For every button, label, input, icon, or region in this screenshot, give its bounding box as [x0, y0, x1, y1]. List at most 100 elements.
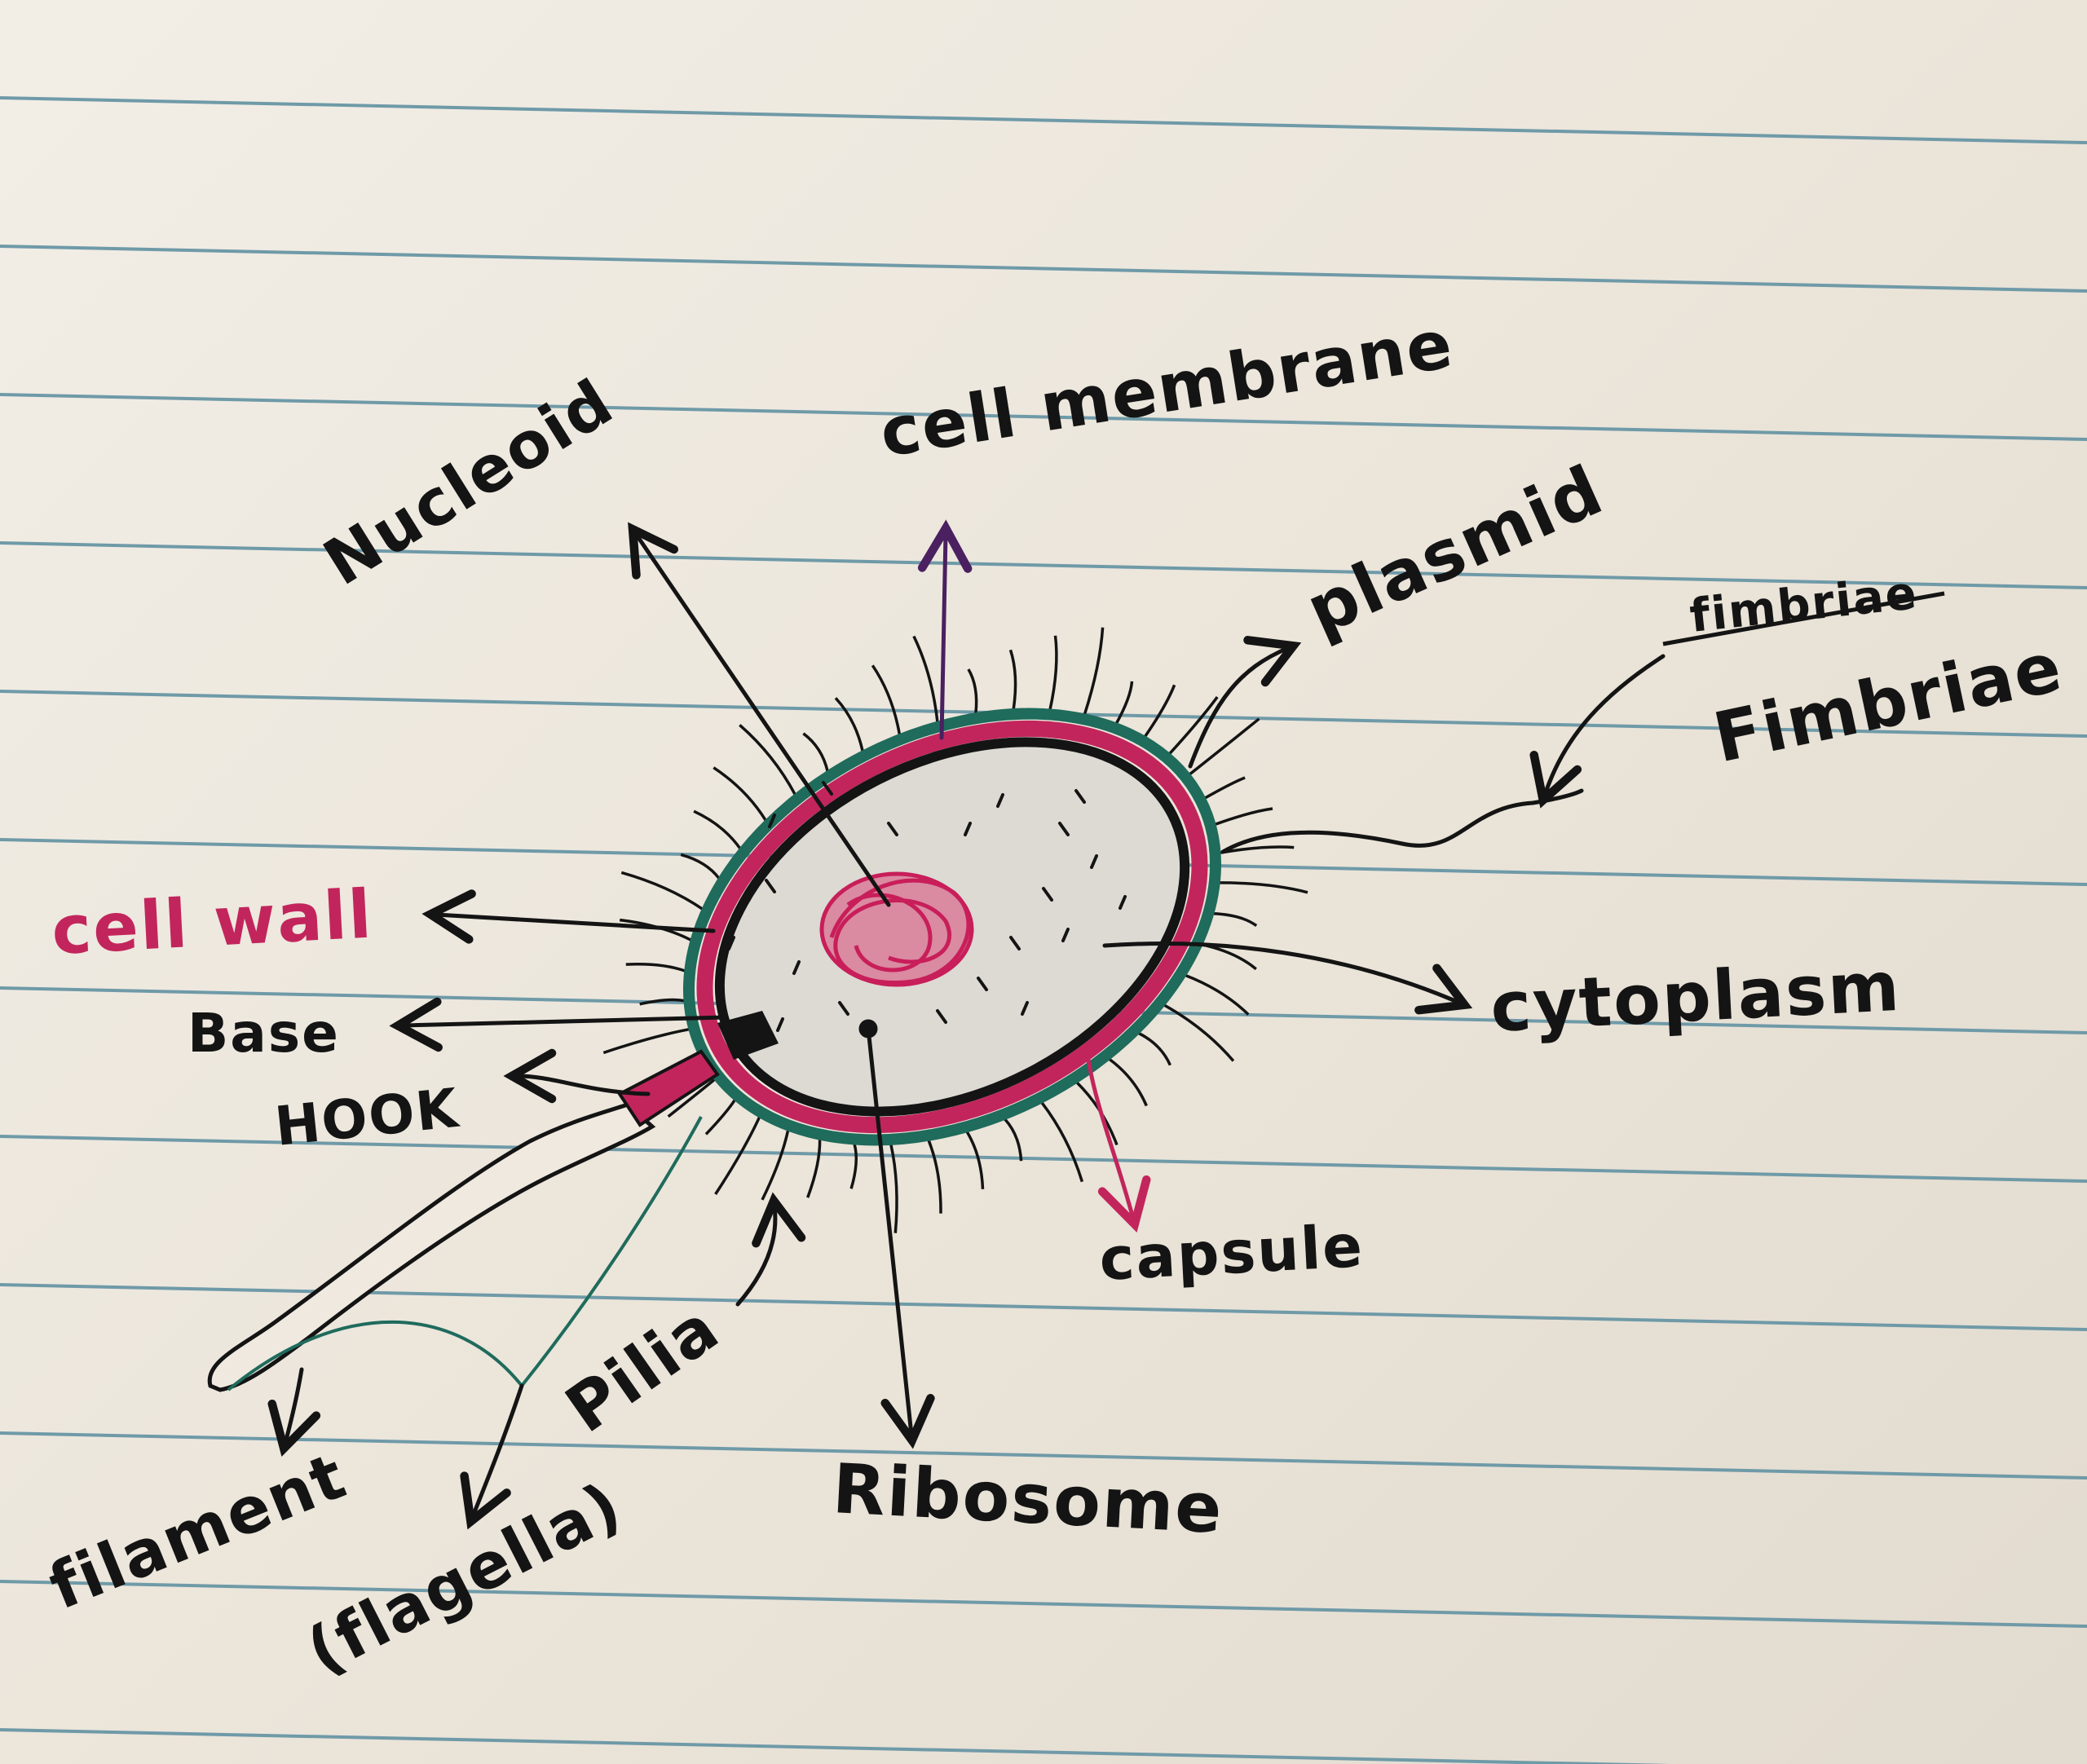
pilus-hair: [1008, 649, 1017, 710]
pilus-hair: [806, 1139, 822, 1198]
ribosome-speck: [887, 822, 898, 836]
pilus-hair: [889, 1144, 898, 1233]
ribosome-speck: [727, 936, 735, 950]
ribosome-speck: [1090, 854, 1098, 869]
ribosome-dot: [858, 1019, 878, 1039]
nucleoid-arrow: [628, 522, 891, 907]
ribosome-arrow: [866, 1026, 935, 1449]
label-fimbriae: Fimbriae: [1707, 627, 2070, 778]
pilus-hair: [620, 871, 704, 911]
pilus-hair: [1163, 1003, 1235, 1062]
hook-arrow: [503, 1048, 651, 1104]
label-arrows: [267, 519, 1666, 1530]
ribosome-speck: [1074, 789, 1086, 804]
ruled-line: [0, 1135, 2087, 1183]
filament-arrow: [267, 1367, 321, 1457]
green-flagellum-tail: [227, 1320, 523, 1391]
ruled-line: [0, 1431, 2087, 1480]
ribosome-speck: [1119, 895, 1127, 910]
pilus-hair: [625, 963, 686, 972]
pilus-hair: [1168, 696, 1219, 755]
ribosome-speck: [977, 977, 988, 991]
label-ribosome: Ribosome: [831, 1449, 1225, 1549]
label-cytoplasm: cytoplasm: [1489, 946, 1903, 1047]
pilus-hair: [1220, 845, 1295, 854]
ruled-line: [0, 1580, 2087, 1628]
label-filament: filament: [39, 1440, 356, 1625]
pilus-hair: [1040, 1101, 1084, 1183]
ribosome-speck: [776, 1017, 784, 1032]
plasmid-arrow: [1188, 636, 1302, 769]
ribosome-speck: [1009, 936, 1021, 950]
pilus-hair: [639, 998, 685, 1006]
ribosome-speck: [822, 781, 833, 796]
label-cell-membrane: cell membrane: [875, 306, 1458, 473]
pilus-hair: [1137, 1031, 1172, 1066]
pilus-hair: [871, 664, 902, 735]
flagellum: [207, 1011, 779, 1392]
label-base: Base: [188, 1002, 340, 1065]
pilus-hair: [739, 724, 796, 796]
pilus-hair: [713, 766, 767, 822]
pilus-hair: [1143, 684, 1176, 738]
pilus-hair: [1213, 911, 1258, 928]
pilus-hair: [714, 1116, 761, 1195]
ribosome-dots: [727, 781, 1127, 1032]
pilus-hair: [1204, 776, 1246, 800]
ribosome-speck: [765, 879, 776, 893]
label-cell-wall: cell wall: [50, 875, 375, 970]
ruled-line: [0, 96, 2087, 144]
pilus-hair: [1048, 635, 1058, 710]
pili-hairs: [602, 627, 1308, 1233]
capsule-arrow: [1086, 1057, 1151, 1233]
nucleoid-blob: [819, 871, 974, 987]
ribosome-speck: [1042, 887, 1053, 902]
pilus-hair: [1108, 1057, 1148, 1107]
ribosome-speck: [838, 1001, 849, 1016]
base-arrow: [389, 997, 728, 1052]
ruled-line: [0, 245, 2087, 293]
ribosome-speck: [792, 960, 801, 975]
pilus-hair: [1004, 1118, 1023, 1162]
strike-through: [1662, 591, 1945, 646]
fimbria-squiggle: [1220, 788, 1584, 854]
pilia-arrow: [735, 1192, 806, 1307]
pilus-hair: [667, 1078, 716, 1118]
cytoplasm-arrow: [1102, 942, 1473, 1015]
pilus-hair: [1083, 627, 1105, 715]
pilus-hair: [1189, 717, 1260, 776]
ribosome-speck: [1061, 928, 1070, 942]
cell-membrane-arrow: [917, 519, 973, 740]
green-flagellum-line: [520, 1116, 703, 1387]
pilus-hair: [761, 1130, 790, 1201]
pilus-hair: [704, 1099, 736, 1136]
ruled-line: [0, 1728, 1670, 1764]
ribosome-speck: [1021, 1001, 1029, 1016]
ribosome-speck: [996, 793, 1004, 808]
flagellum-hook: [617, 1049, 720, 1127]
pilus-hair: [693, 809, 742, 850]
pilus-hair: [927, 1140, 942, 1214]
pilus-hair: [802, 732, 829, 772]
ruled-line: [0, 393, 2087, 441]
pilus-hair: [967, 668, 978, 714]
flagella-arrow: [460, 1383, 524, 1530]
ribosome-speck: [1058, 822, 1070, 836]
pilus-hair: [1114, 681, 1134, 725]
pilus-hair: [602, 1027, 690, 1055]
ribosome-speck: [768, 814, 776, 828]
pilus-hair: [1185, 973, 1250, 1016]
flagellum-base: [717, 1011, 779, 1060]
pilus-hair: [965, 1131, 985, 1189]
cell-wall-arrow: [421, 889, 716, 944]
ribosome-speck: [964, 822, 972, 836]
fimbriae-arrow: [1529, 654, 1666, 809]
pilus-hair: [1219, 881, 1308, 894]
ruled-line: [0, 541, 2087, 589]
flagellum-filament: [207, 1102, 656, 1392]
label-pilia: Pilia: [553, 1290, 733, 1448]
cell-wall-layer: [696, 720, 1208, 1134]
pilus-hair: [1214, 807, 1273, 826]
